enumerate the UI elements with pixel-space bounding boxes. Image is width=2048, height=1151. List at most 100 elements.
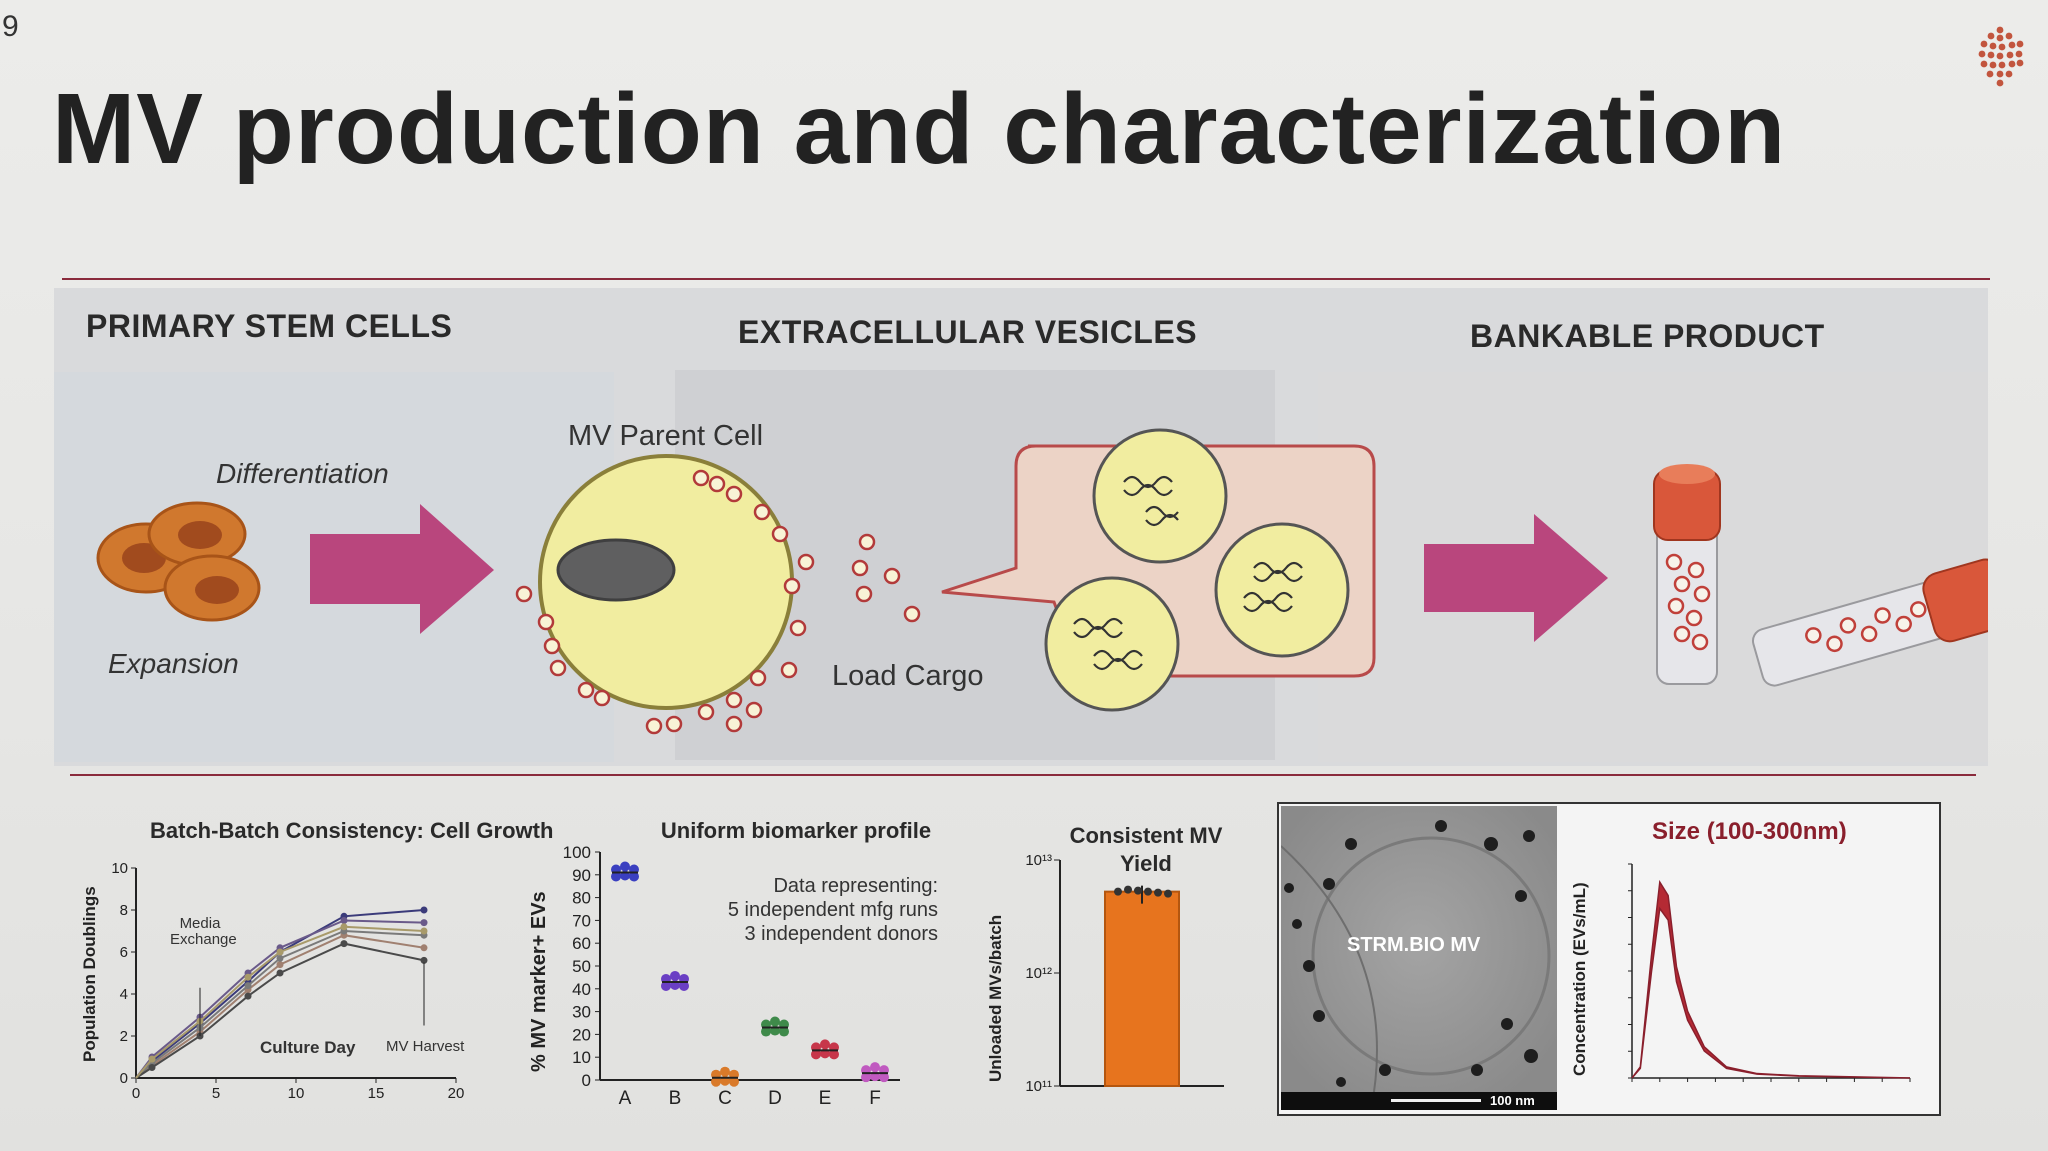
label-load-cargo: Load Cargo [832, 660, 984, 692]
loaded-vesicles [1044, 428, 1350, 712]
growth-series-line [135, 909, 425, 1079]
top-divider [62, 278, 1990, 280]
growth-y-tick-label: 4 [120, 986, 128, 1003]
growth-point [340, 923, 348, 931]
marker-point [870, 1062, 880, 1073]
marker-point [629, 871, 639, 882]
size-distribution-area [1631, 879, 1911, 1079]
growth-point [148, 1064, 156, 1071]
growth-y-tick-label: 8 [120, 902, 128, 919]
mv-parent-cell [515, 454, 921, 735]
marker-category-label: F [869, 1088, 881, 1109]
marker-y-tick-label: 20 [572, 1025, 591, 1044]
section-extracellular-vesicles: EXTRACELLULAR VESICLES [738, 314, 1198, 350]
marker-point [811, 1049, 821, 1060]
yield-point [1164, 889, 1172, 898]
growth-point [148, 1055, 156, 1063]
yield-y-tick-label: 10¹² [1025, 965, 1052, 982]
yield-point [1154, 888, 1162, 897]
growth-x-tick-label: 20 [448, 1085, 465, 1098]
mid-divider [70, 774, 1976, 776]
marker-y-tick-label: 100 [563, 843, 591, 862]
growth-point [420, 906, 428, 914]
growth-y-tick-label: 0 [120, 1070, 128, 1087]
marker-point [670, 970, 680, 981]
marker-point [861, 1072, 871, 1083]
growth-series-line [135, 919, 425, 1079]
growth-point [244, 973, 252, 981]
marker-y-tick-label: 70 [572, 911, 591, 930]
yield-point [1144, 887, 1152, 896]
growth-point [276, 954, 284, 962]
growth-point [276, 948, 284, 956]
yield-point [1134, 886, 1142, 895]
marker-category-label: A [619, 1088, 632, 1109]
growth-chart-xlabel: Culture Day [260, 1038, 356, 1057]
marker-point [879, 1072, 889, 1083]
marker-y-tick-label: 0 [582, 1071, 591, 1090]
marker-y-tick-label: 60 [572, 934, 591, 953]
arrow-bankable [1424, 514, 1608, 642]
label-mv-parent-cell: MV Parent Cell [568, 420, 764, 452]
growth-point [420, 919, 428, 927]
marker-point [770, 1016, 780, 1027]
marker-category-label: B [669, 1088, 682, 1109]
growth-point [244, 982, 252, 990]
growth-point [420, 944, 428, 952]
yield-chart: 10¹¹ 10¹² 10¹³ [1025, 852, 1224, 1095]
marker-point [620, 861, 630, 872]
marker-point [729, 1076, 739, 1087]
slide-number: 9 [2, 10, 19, 43]
growth-x-tick-label: 5 [212, 1085, 220, 1098]
marker-category-label: C [718, 1088, 732, 1109]
marker-point [829, 1049, 839, 1060]
arrow-differentiation [310, 504, 494, 634]
growth-y-tick-label: 6 [120, 944, 128, 961]
marker-y-tick-label: 30 [572, 1003, 591, 1022]
growth-chart-title: Batch-Batch Consistency: Cell Growth [150, 818, 554, 843]
growth-point [340, 940, 348, 948]
growth-point [276, 961, 284, 969]
biomarker-chart-title: Uniform biomarker profile [660, 818, 932, 843]
biomarker-chart-ylabel: % MV marker+ EVs [528, 891, 550, 1072]
annotation-mv-harvest: MV Harvest [386, 1038, 465, 1055]
slide-title: MV production and characterization [52, 73, 1787, 185]
yield-y-tick-label: 10¹³ [1025, 852, 1052, 869]
vials-illustration [1653, 464, 1988, 687]
brand-logo [1978, 26, 2024, 87]
label-differentiation: Differentiation [216, 458, 389, 489]
em-micrograph [1281, 806, 1557, 1110]
marker-point [779, 1026, 789, 1037]
growth-point [420, 927, 428, 935]
yield-chart-title: Consistent MV Yield [1069, 823, 1223, 876]
yield-point [1114, 887, 1122, 896]
growth-point [340, 917, 348, 924]
section-bankable-product: BANKABLE PRODUCT [1470, 318, 1825, 354]
annotation-media-exchange: Media Exchange [170, 915, 237, 948]
marker-point [679, 980, 689, 991]
note-line-3: 3 independent donors [744, 923, 939, 945]
em-scale-bar-label: 100 nm [1490, 1093, 1535, 1108]
yield-point [1124, 885, 1132, 894]
marker-y-tick-label: 10 [572, 1048, 591, 1067]
marker-y-tick-label: 80 [572, 889, 591, 908]
marker-point [711, 1076, 721, 1087]
label-expansion: Expansion [108, 648, 239, 679]
growth-x-tick-label: 10 [288, 1085, 305, 1098]
growth-y-tick-label: 2 [120, 1028, 128, 1045]
yield-chart-ylabel: Unloaded MVs/batch [986, 914, 1005, 1082]
growth-x-tick-label: 15 [368, 1085, 385, 1098]
marker-category-label: E [819, 1088, 832, 1109]
size-chart [1628, 863, 1911, 1082]
growth-point [244, 992, 252, 1000]
biomarker-note: Data representing: 5 independent mfg run… [690, 874, 938, 946]
section-primary-stem-cells: PRIMARY STEM CELLS [86, 308, 453, 344]
marker-point [611, 871, 621, 882]
yield-y-tick-label: 10¹¹ [1025, 1078, 1052, 1095]
process-diagram [96, 428, 1988, 735]
marker-point [761, 1026, 771, 1037]
marker-y-tick-label: 50 [572, 957, 591, 976]
marker-y-tick-label: 40 [572, 980, 591, 999]
